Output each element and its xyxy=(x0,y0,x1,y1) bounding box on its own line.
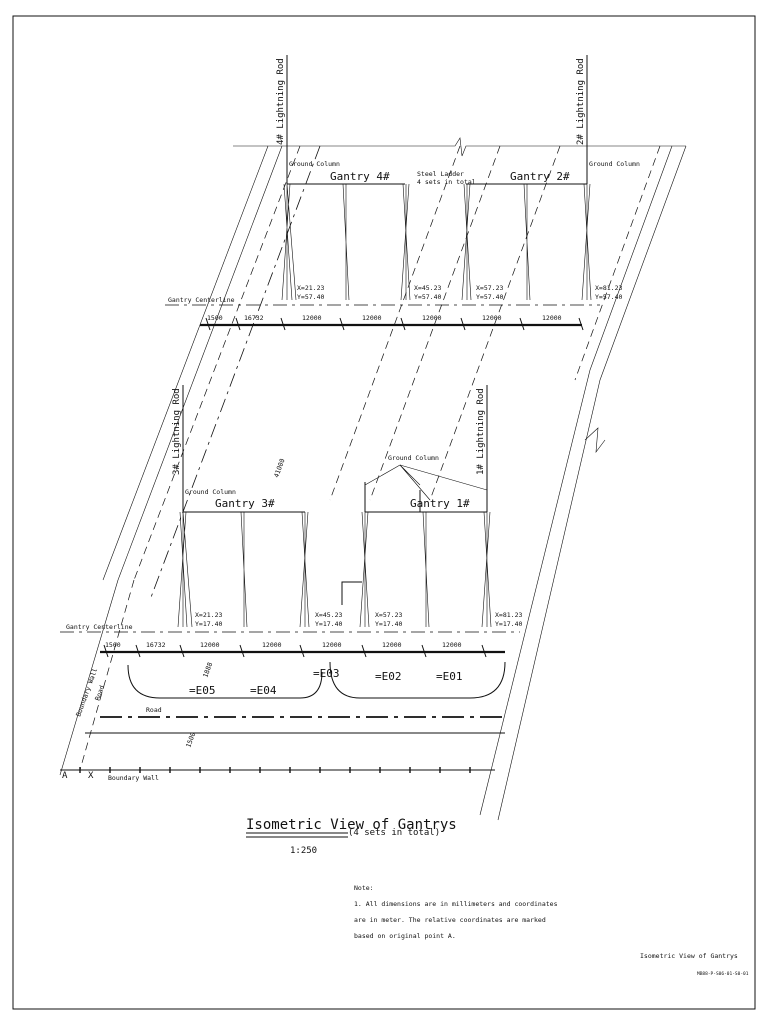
point-x: X xyxy=(88,771,94,781)
coord-upper-x-3: X=81.23 xyxy=(595,284,622,292)
gantry-centerline-label-lower: Gantry Centerline xyxy=(66,623,133,631)
dim-lower-4: 12000 xyxy=(322,641,342,649)
title-block-name: Isometric View of Gantrys xyxy=(640,952,738,960)
drawing-title-note: (4 sets in total) xyxy=(348,828,440,838)
rod-3-label: 3# Lightning Rod xyxy=(172,388,182,475)
break-line-top xyxy=(233,137,686,157)
dim-ticks-lower xyxy=(103,644,487,658)
gantry-centerline-label-upper: Gantry Centerline xyxy=(168,296,235,304)
boundary-wall-label-bottom: Boundary Wall xyxy=(108,774,159,782)
note-line-3: based on original point A. xyxy=(354,932,456,940)
gantry-2-label: Gantry 2# xyxy=(510,170,570,183)
dim-lower-5: 12000 xyxy=(382,641,402,649)
coord-lower-x-2: X=57.23 xyxy=(375,611,402,619)
drawing-number: MB88-P-S06-01-S0-01 xyxy=(697,971,749,977)
coord-upper-x-0: X=21.23 xyxy=(297,284,324,292)
equipment-e05: =E05 xyxy=(189,684,216,697)
coord-lower-x-0: X=21.23 xyxy=(195,611,222,619)
drawing-scale: 1:250 xyxy=(290,846,317,856)
title-area: Isometric View of Gantrys (4 sets in tot… xyxy=(246,817,457,856)
rod-2-label: 2# Lightning Rod xyxy=(576,58,586,145)
dim-1888: 1888 xyxy=(201,661,214,679)
coord-upper-x-2: X=57.23 xyxy=(476,284,503,292)
dim-lower-0: 1500 xyxy=(105,641,121,649)
gantry-1-label: Gantry 1# xyxy=(410,497,470,510)
sheet-border xyxy=(12,15,756,1010)
steel-ladder-label: Steel Ladder xyxy=(417,170,464,178)
dim-upper-6: 12000 xyxy=(542,314,562,322)
coord-lower-y-1: Y=17.40 xyxy=(315,620,342,628)
note-line-2: are in meter. The relative coordinates a… xyxy=(354,916,546,924)
note-heading: Note: xyxy=(354,884,374,892)
rod-1-label: 1# Lightning Rod xyxy=(476,388,486,475)
gantry-4-label: Gantry 4# xyxy=(330,170,390,183)
coord-upper-y-0: Y=57.40 xyxy=(297,293,324,301)
note-line-1: 1. All dimensions are in millimeters and… xyxy=(354,900,558,908)
coord-upper-y-2: Y=57.40 xyxy=(476,293,503,301)
ground-column-label-4: Ground Column xyxy=(185,488,236,496)
road-label-side: Road xyxy=(93,684,106,702)
dim-upper-0: 1500 xyxy=(207,314,223,322)
ladder-step xyxy=(341,581,362,605)
ground-column-label-2: Ground Column xyxy=(589,160,640,168)
dim-upper-1: 16732 xyxy=(244,314,264,322)
coord-upper-y-1: Y=57.40 xyxy=(414,293,441,301)
dim-lower-1: 16732 xyxy=(146,641,166,649)
dim-41000: 41000 xyxy=(272,457,286,478)
lower-platform: Gantry Centerline 1500 16732 12000 12000… xyxy=(59,369,601,821)
gantry-3-label: Gantry 3# xyxy=(215,497,275,510)
upper-platform: Gantry Centerline 1500 16732 12000 12000… xyxy=(102,55,687,601)
ground-column-leaders xyxy=(364,464,488,501)
coord-lower-y-0: Y=17.40 xyxy=(195,620,222,628)
notes: Note: 1. All dimensions are in millimete… xyxy=(354,884,558,940)
rod-4-label: 4# Lightning Rod xyxy=(276,58,286,145)
coord-upper-y-3: Y=57.40 xyxy=(595,293,622,301)
equipment-e04: =E04 xyxy=(250,684,277,697)
steel-ladder-note: 4 sets in total xyxy=(417,178,476,186)
dim-upper-5: 12000 xyxy=(482,314,502,322)
equipment-e01: =E01 xyxy=(436,670,463,683)
dim-upper-4: 12000 xyxy=(422,314,442,322)
coord-lower-x-3: X=81.23 xyxy=(495,611,522,619)
equipment-e02: =E02 xyxy=(375,670,402,683)
coord-lower-y-2: Y=17.40 xyxy=(375,620,402,628)
coord-lower-x-1: X=45.23 xyxy=(315,611,342,619)
dim-upper-3: 12000 xyxy=(362,314,382,322)
coord-upper-x-1: X=45.23 xyxy=(414,284,441,292)
break-mark-middle xyxy=(584,427,606,454)
dim-upper-2: 12000 xyxy=(302,314,322,322)
dim-ticks-upper xyxy=(205,317,584,331)
dim-1500: 1500 xyxy=(184,731,197,749)
point-a: A xyxy=(62,771,68,781)
dim-lower-6: 12000 xyxy=(442,641,462,649)
road-label: Road xyxy=(146,706,162,714)
coord-lower-y-3: Y=17.40 xyxy=(495,620,522,628)
dim-lower-2: 12000 xyxy=(200,641,220,649)
ground-column-label-1: Ground Column xyxy=(289,160,340,168)
equipment-e03: =E03 xyxy=(313,667,340,680)
ground-column-label-3: Ground Column xyxy=(388,454,439,462)
equipment-outline-right xyxy=(329,661,506,699)
equipment-outline-left xyxy=(127,664,323,699)
drawing-title: Isometric View of Gantrys xyxy=(246,817,457,833)
dim-lower-3: 12000 xyxy=(262,641,282,649)
